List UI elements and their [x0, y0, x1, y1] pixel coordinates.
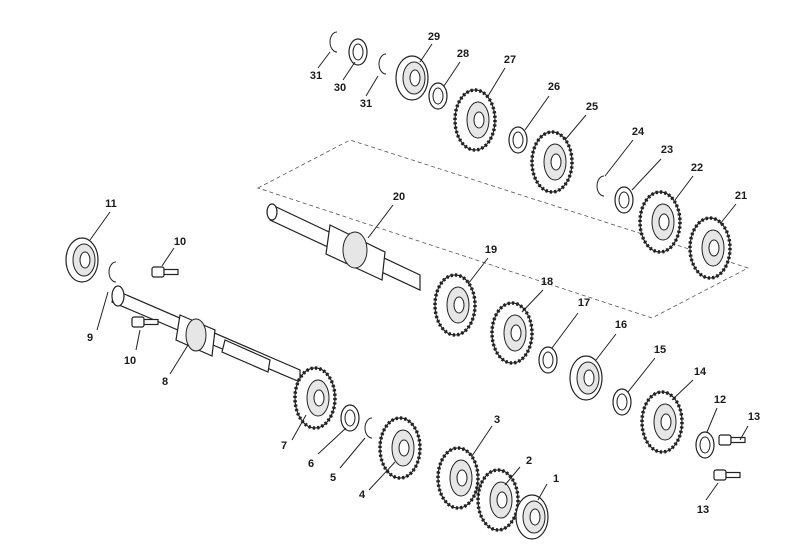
lower-shaft — [111, 285, 301, 383]
bush-26 — [508, 126, 528, 154]
callout-31-left: 31 — [310, 70, 322, 82]
callout-9: 9 — [87, 332, 93, 344]
washer-23 — [614, 186, 634, 214]
circlip-31-right — [378, 53, 387, 75]
bearing-16 — [569, 355, 603, 401]
upper-group-outline — [256, 139, 750, 319]
callout-26: 26 — [548, 81, 560, 93]
bearing-11 — [65, 237, 99, 283]
bolt-13-upper — [718, 434, 746, 446]
gear-3 — [436, 446, 480, 510]
callout-24: 24 — [632, 126, 645, 138]
callout-4: 4 — [359, 489, 366, 501]
callout-13-lower: 13 — [697, 504, 709, 516]
leader-lines — [89, 43, 749, 501]
callout-30: 30 — [334, 82, 346, 94]
gear-19 — [433, 273, 477, 337]
gear-25 — [530, 130, 574, 194]
callout-17: 17 — [578, 297, 590, 309]
circlip-9 — [108, 261, 117, 283]
gear-2 — [476, 468, 520, 532]
bearing-1 — [515, 494, 549, 540]
gear-22 — [638, 190, 682, 254]
gear-4 — [378, 416, 422, 480]
circlip-31-left — [329, 31, 338, 53]
washer-15 — [612, 388, 632, 416]
callout-1: 1 — [553, 473, 559, 485]
washer-6 — [340, 404, 360, 432]
callout-23: 23 — [661, 144, 673, 156]
callout-28: 28 — [457, 48, 469, 60]
callout-18: 18 — [541, 276, 553, 288]
washer-17 — [538, 346, 558, 374]
callout-16: 16 — [615, 319, 627, 331]
callout-2: 2 — [526, 455, 532, 467]
bush-30 — [348, 38, 368, 66]
plate-14 — [640, 390, 684, 454]
callout-20: 20 — [393, 191, 405, 203]
upper-shaft — [266, 203, 421, 291]
callout-27: 27 — [504, 54, 516, 66]
callout-13-upper: 13 — [748, 411, 760, 423]
callout-21: 21 — [735, 190, 747, 202]
callout-19: 19 — [485, 244, 497, 256]
callout-15: 15 — [654, 344, 666, 356]
callout-25: 25 — [586, 101, 598, 113]
callout-11: 11 — [105, 198, 117, 210]
callout-14: 14 — [694, 366, 707, 378]
callout-5: 5 — [330, 472, 336, 484]
callout-6: 6 — [308, 458, 314, 470]
callout-12: 12 — [714, 394, 726, 406]
callout-10-upper: 10 — [174, 236, 186, 248]
lock-plate-12 — [695, 431, 715, 459]
circlip-5 — [364, 417, 373, 439]
bearing-29 — [395, 55, 429, 101]
bolt-10-upper — [151, 266, 179, 278]
gear-21 — [688, 216, 732, 280]
gear-18 — [490, 301, 534, 365]
callout-22: 22 — [691, 162, 703, 174]
bolt-13-lower — [713, 469, 741, 481]
gear-27 — [453, 88, 497, 152]
callout-29: 29 — [428, 31, 440, 43]
washer-28 — [428, 82, 448, 110]
callout-7: 7 — [281, 440, 287, 452]
gear-7 — [293, 366, 337, 430]
callout-8: 8 — [162, 376, 168, 388]
callout-31-right: 31 — [360, 98, 372, 110]
callout-3: 3 — [494, 414, 500, 426]
circlip-24 — [596, 175, 605, 197]
callout-10-lower: 10 — [124, 355, 136, 367]
